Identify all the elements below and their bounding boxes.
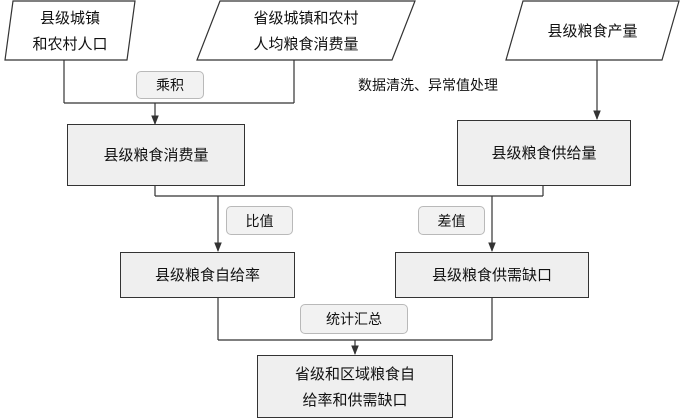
input-county-population-line2: 和农村人口 xyxy=(32,34,108,53)
input-county-population-text: 县级城镇 和农村人口 xyxy=(4,0,136,61)
operation-product-label: 乘积 xyxy=(136,71,204,99)
input-county-production-line1: 县级粮食产量 xyxy=(547,21,638,40)
box-county-supply-label: 县级粮食供给量 xyxy=(491,144,597,162)
input-county-production-text: 县级粮食产量 xyxy=(505,0,680,61)
box-final-result: 省级和区域粮食自 给率和供需缺口 xyxy=(257,355,453,418)
parallelogram-shape xyxy=(4,0,136,61)
box-county-consumption-label: 县级粮食消费量 xyxy=(103,146,209,164)
data-cleaning-note: 数据清洗、异常值处理 xyxy=(358,78,498,94)
box-county-consumption: 县级粮食消费量 xyxy=(67,124,245,186)
box-supply-gap: 县级粮食供需缺口 xyxy=(395,252,589,298)
input-county-population-line1: 县级城镇 xyxy=(39,8,100,27)
input-provincial-consumption-line1: 省级城镇和农村 xyxy=(253,8,359,27)
operation-difference-label: 差值 xyxy=(418,206,485,235)
input-provincial-consumption: 省级城镇和农村 人均粮食消费量 xyxy=(196,0,416,61)
input-county-population: 县级城镇 和农村人口 xyxy=(4,0,136,61)
box-supply-gap-label: 县级粮食供需缺口 xyxy=(431,266,552,284)
box-self-sufficiency: 县级粮食自给率 xyxy=(120,252,295,298)
box-final-result-line2: 给率和供需缺口 xyxy=(302,390,408,409)
input-provincial-consumption-text: 省级城镇和农村 人均粮食消费量 xyxy=(196,0,416,61)
input-provincial-consumption-line2: 人均粮食消费量 xyxy=(253,34,359,53)
input-county-production: 县级粮食产量 xyxy=(505,0,680,61)
parallelogram-shape xyxy=(505,0,680,61)
operation-ratio-label: 比值 xyxy=(226,206,293,235)
box-self-sufficiency-label: 县级粮食自给率 xyxy=(154,266,260,284)
operation-aggregate-label: 统计汇总 xyxy=(300,304,408,334)
box-final-result-line1: 省级和区域粮食自 xyxy=(294,364,415,383)
box-county-supply: 县级粮食供给量 xyxy=(457,120,631,186)
parallelogram-shape xyxy=(196,0,416,61)
